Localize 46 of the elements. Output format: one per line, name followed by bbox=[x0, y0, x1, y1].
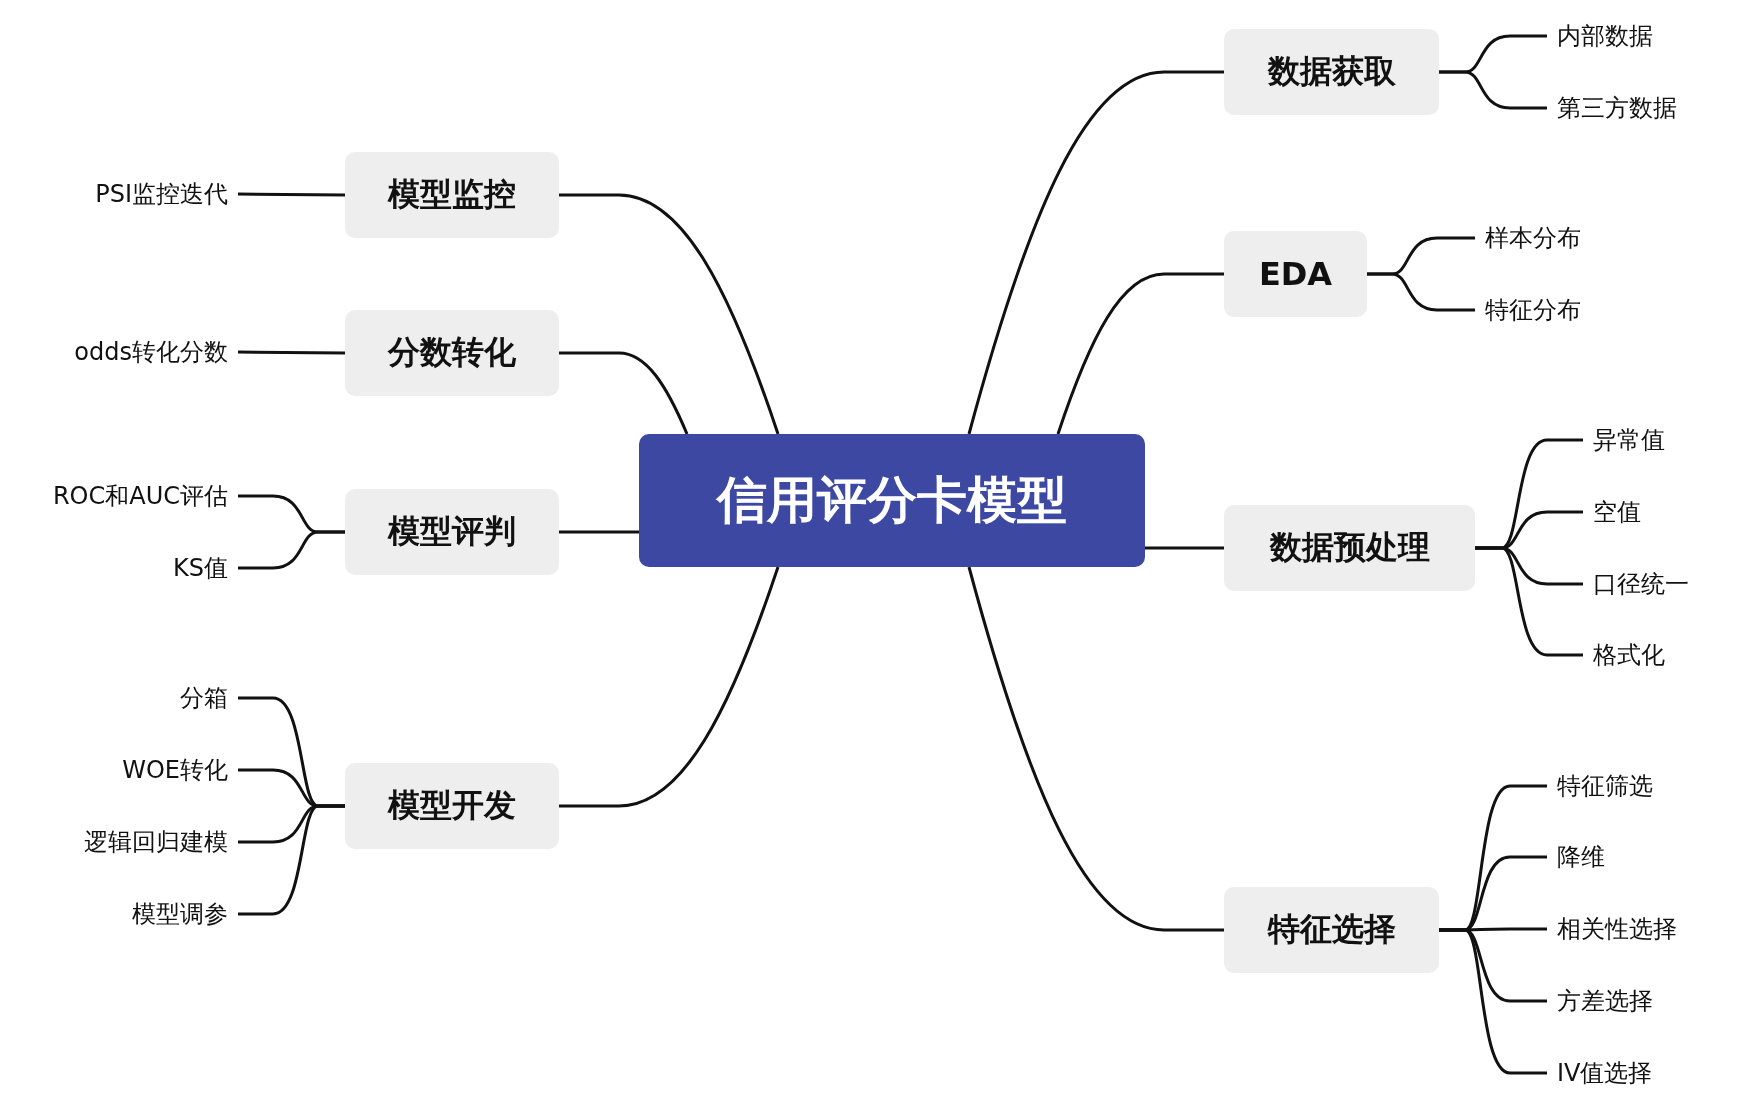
leaf-topic-label: 分箱 bbox=[8, 680, 238, 716]
connector-line bbox=[238, 804, 345, 916]
branch-topic-box: 数据获取 bbox=[1224, 29, 1439, 115]
branch-topic-box: 分数转化 bbox=[345, 310, 559, 396]
connector-line bbox=[1056, 272, 1224, 435]
central-topic-box: 信用评分卡模型 bbox=[639, 434, 1145, 567]
leaf-topic-label: ROC和AUC评估 bbox=[8, 478, 238, 514]
leaf-topic-label: KS值 bbox=[8, 550, 238, 586]
connector-line bbox=[238, 350, 345, 355]
leaf-topic-label: 方差选择 bbox=[1547, 983, 1747, 1019]
connector-line bbox=[1145, 546, 1224, 550]
leaf-topic-label: PSI监控迭代 bbox=[8, 176, 238, 212]
leaf-topic-label: 空值 bbox=[1583, 494, 1753, 530]
leaf-topic-label: 特征分布 bbox=[1475, 292, 1675, 328]
connector-line bbox=[559, 351, 689, 435]
leaf-topic-label: 相关性选择 bbox=[1547, 911, 1747, 947]
connector-line bbox=[559, 566, 780, 808]
leaf-topic-label: 模型调参 bbox=[8, 896, 238, 932]
branch-topic-box: 模型评判 bbox=[345, 489, 559, 575]
leaf-topic-label: IV值选择 bbox=[1547, 1055, 1747, 1091]
connector-line bbox=[1439, 928, 1547, 1075]
leaf-topic-label: 第三方数据 bbox=[1547, 90, 1747, 126]
branch-topic-box: 特征选择 bbox=[1224, 887, 1439, 973]
connector-line bbox=[967, 70, 1224, 435]
leaf-topic-label: WOE转化 bbox=[8, 752, 238, 788]
leaf-topic-label: 口径统一 bbox=[1583, 566, 1753, 602]
leaf-topic-label: 特征筛选 bbox=[1547, 768, 1747, 804]
connector-line bbox=[238, 530, 345, 570]
connector-line bbox=[1439, 70, 1547, 110]
leaf-topic-label: 格式化 bbox=[1583, 637, 1753, 673]
connector-line bbox=[559, 193, 780, 435]
connector-line bbox=[967, 566, 1224, 932]
leaf-topic-label: 逻辑回归建模 bbox=[8, 824, 238, 860]
branch-topic-box: EDA bbox=[1224, 231, 1367, 317]
branch-topic-box: 模型开发 bbox=[345, 763, 559, 849]
connector-line bbox=[238, 192, 345, 197]
leaf-topic-label: 异常值 bbox=[1583, 422, 1753, 458]
leaf-topic-label: 内部数据 bbox=[1547, 18, 1747, 54]
connector-line bbox=[1475, 546, 1583, 657]
leaf-topic-label: 降维 bbox=[1547, 839, 1747, 875]
leaf-topic-label: odds转化分数 bbox=[8, 334, 238, 370]
connector-line bbox=[1367, 272, 1475, 312]
connector-line bbox=[559, 530, 639, 534]
branch-topic-box: 数据预处理 bbox=[1224, 505, 1475, 591]
leaf-topic-label: 样本分布 bbox=[1475, 220, 1675, 256]
branch-topic-box: 模型监控 bbox=[345, 152, 559, 238]
